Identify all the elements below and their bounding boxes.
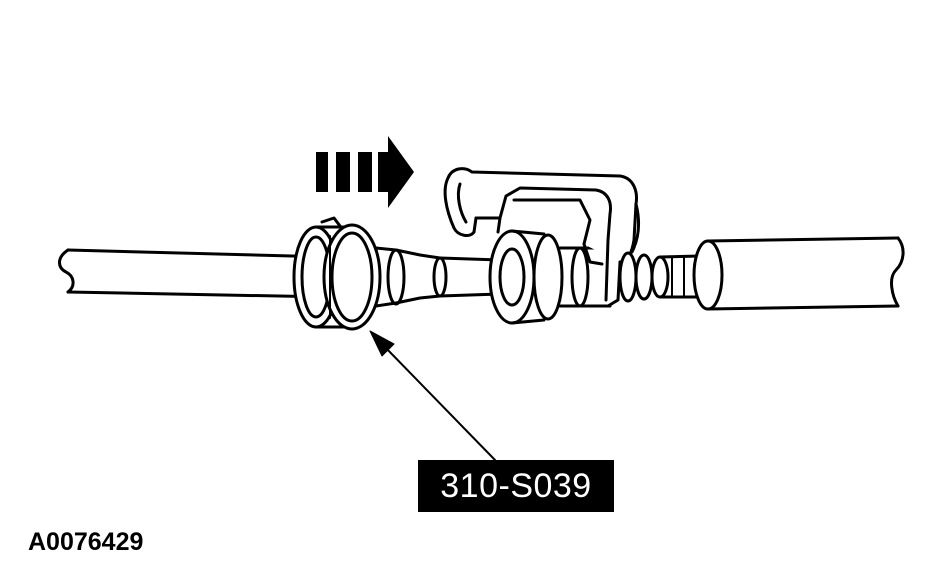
leader-arrow-icon bbox=[369, 330, 496, 461]
left-cable bbox=[58, 248, 332, 299]
connector-ribs bbox=[618, 251, 702, 303]
figure-id: A0076429 bbox=[28, 528, 144, 556]
coupling-body bbox=[374, 229, 612, 325]
clip-310-s039 bbox=[292, 216, 382, 331]
part-number-label: 310-S039 bbox=[418, 460, 614, 512]
dashed-right-arrow-icon bbox=[316, 136, 414, 208]
right-cable bbox=[692, 236, 905, 311]
